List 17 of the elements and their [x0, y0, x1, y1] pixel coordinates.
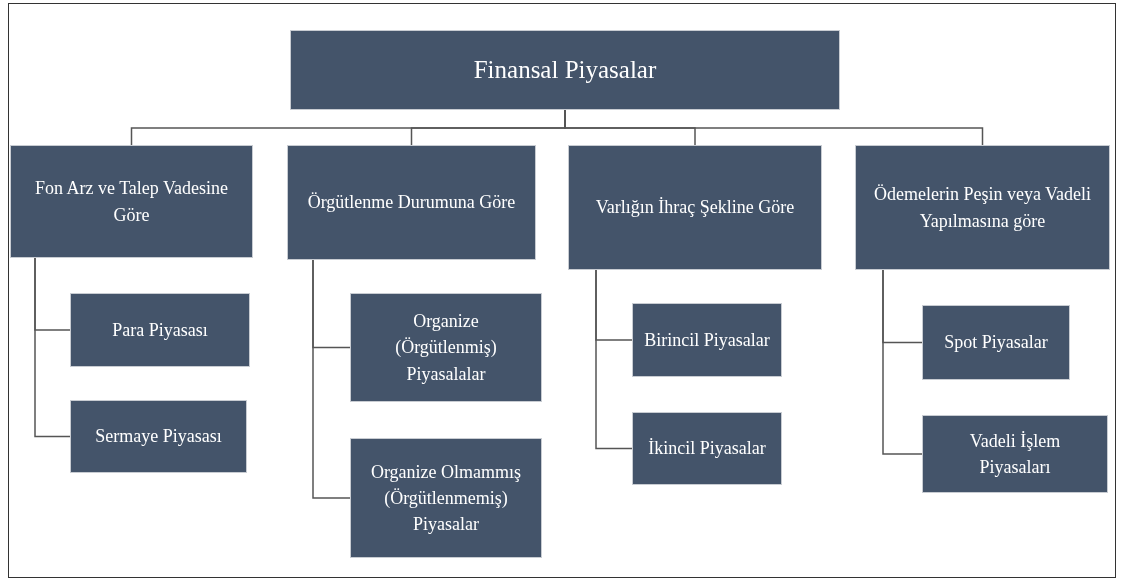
connector-line [595, 269, 633, 450]
category-box: Örgütlenme Durumuna Göre [287, 145, 536, 260]
item-box: Vadeli İşlem Piyasaları [922, 415, 1108, 493]
connector-line [312, 259, 351, 499]
item-box: Birincil Piyasalar [632, 303, 782, 377]
item-box: Organize (Örgütlenmiş) Piyasalalar [350, 293, 542, 402]
connector-line [34, 257, 71, 438]
category-box: Varlığın İhraç Şekline Göre [568, 145, 822, 270]
item-box: Para Piyasası [70, 293, 250, 367]
item-box: İkincil Piyasalar [632, 412, 782, 485]
root-box: Finansal Piyasalar [290, 30, 840, 110]
category-box: Fon Arz ve Talep Vadesine Göre [10, 145, 253, 258]
item-box: Sermaye Piyasası [70, 400, 247, 473]
item-box: Organize Olmammış (Örgütlenmemiş) Piyasalar [350, 438, 542, 558]
item-box: Spot Piyasalar [922, 305, 1070, 380]
connector-line [882, 269, 923, 455]
category-box: Ödemelerin Peşin veya Vadeli Yapılmasına göre [855, 145, 1110, 270]
